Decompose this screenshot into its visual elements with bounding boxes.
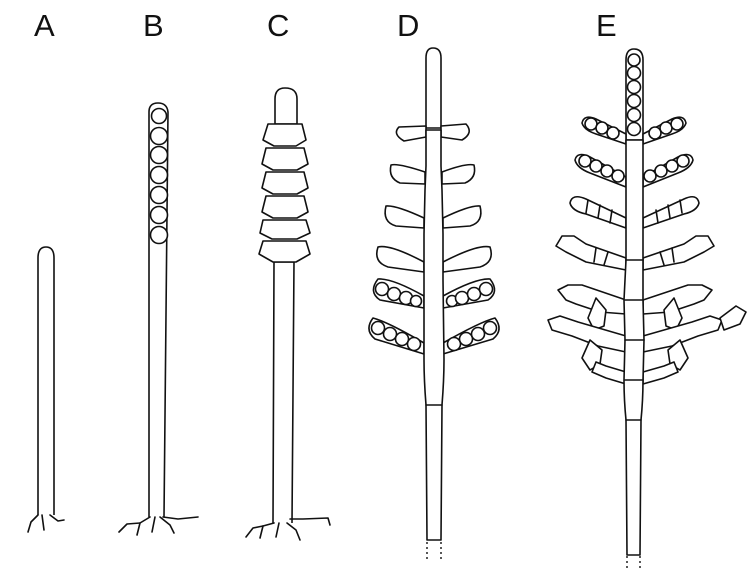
panel-b-hypha (119, 103, 198, 535)
panel-label-c: C (267, 8, 289, 43)
panel-d-conidiophore (369, 48, 499, 562)
panel-label-a: A (34, 8, 55, 43)
panel-label-e: E (596, 8, 617, 43)
panel-label-b: B (143, 8, 164, 43)
panel-label-d: D (397, 8, 419, 43)
panel-c-hypha (246, 88, 330, 540)
panel-a-hypha (28, 247, 64, 532)
panel-e-conidiophore (548, 49, 746, 568)
